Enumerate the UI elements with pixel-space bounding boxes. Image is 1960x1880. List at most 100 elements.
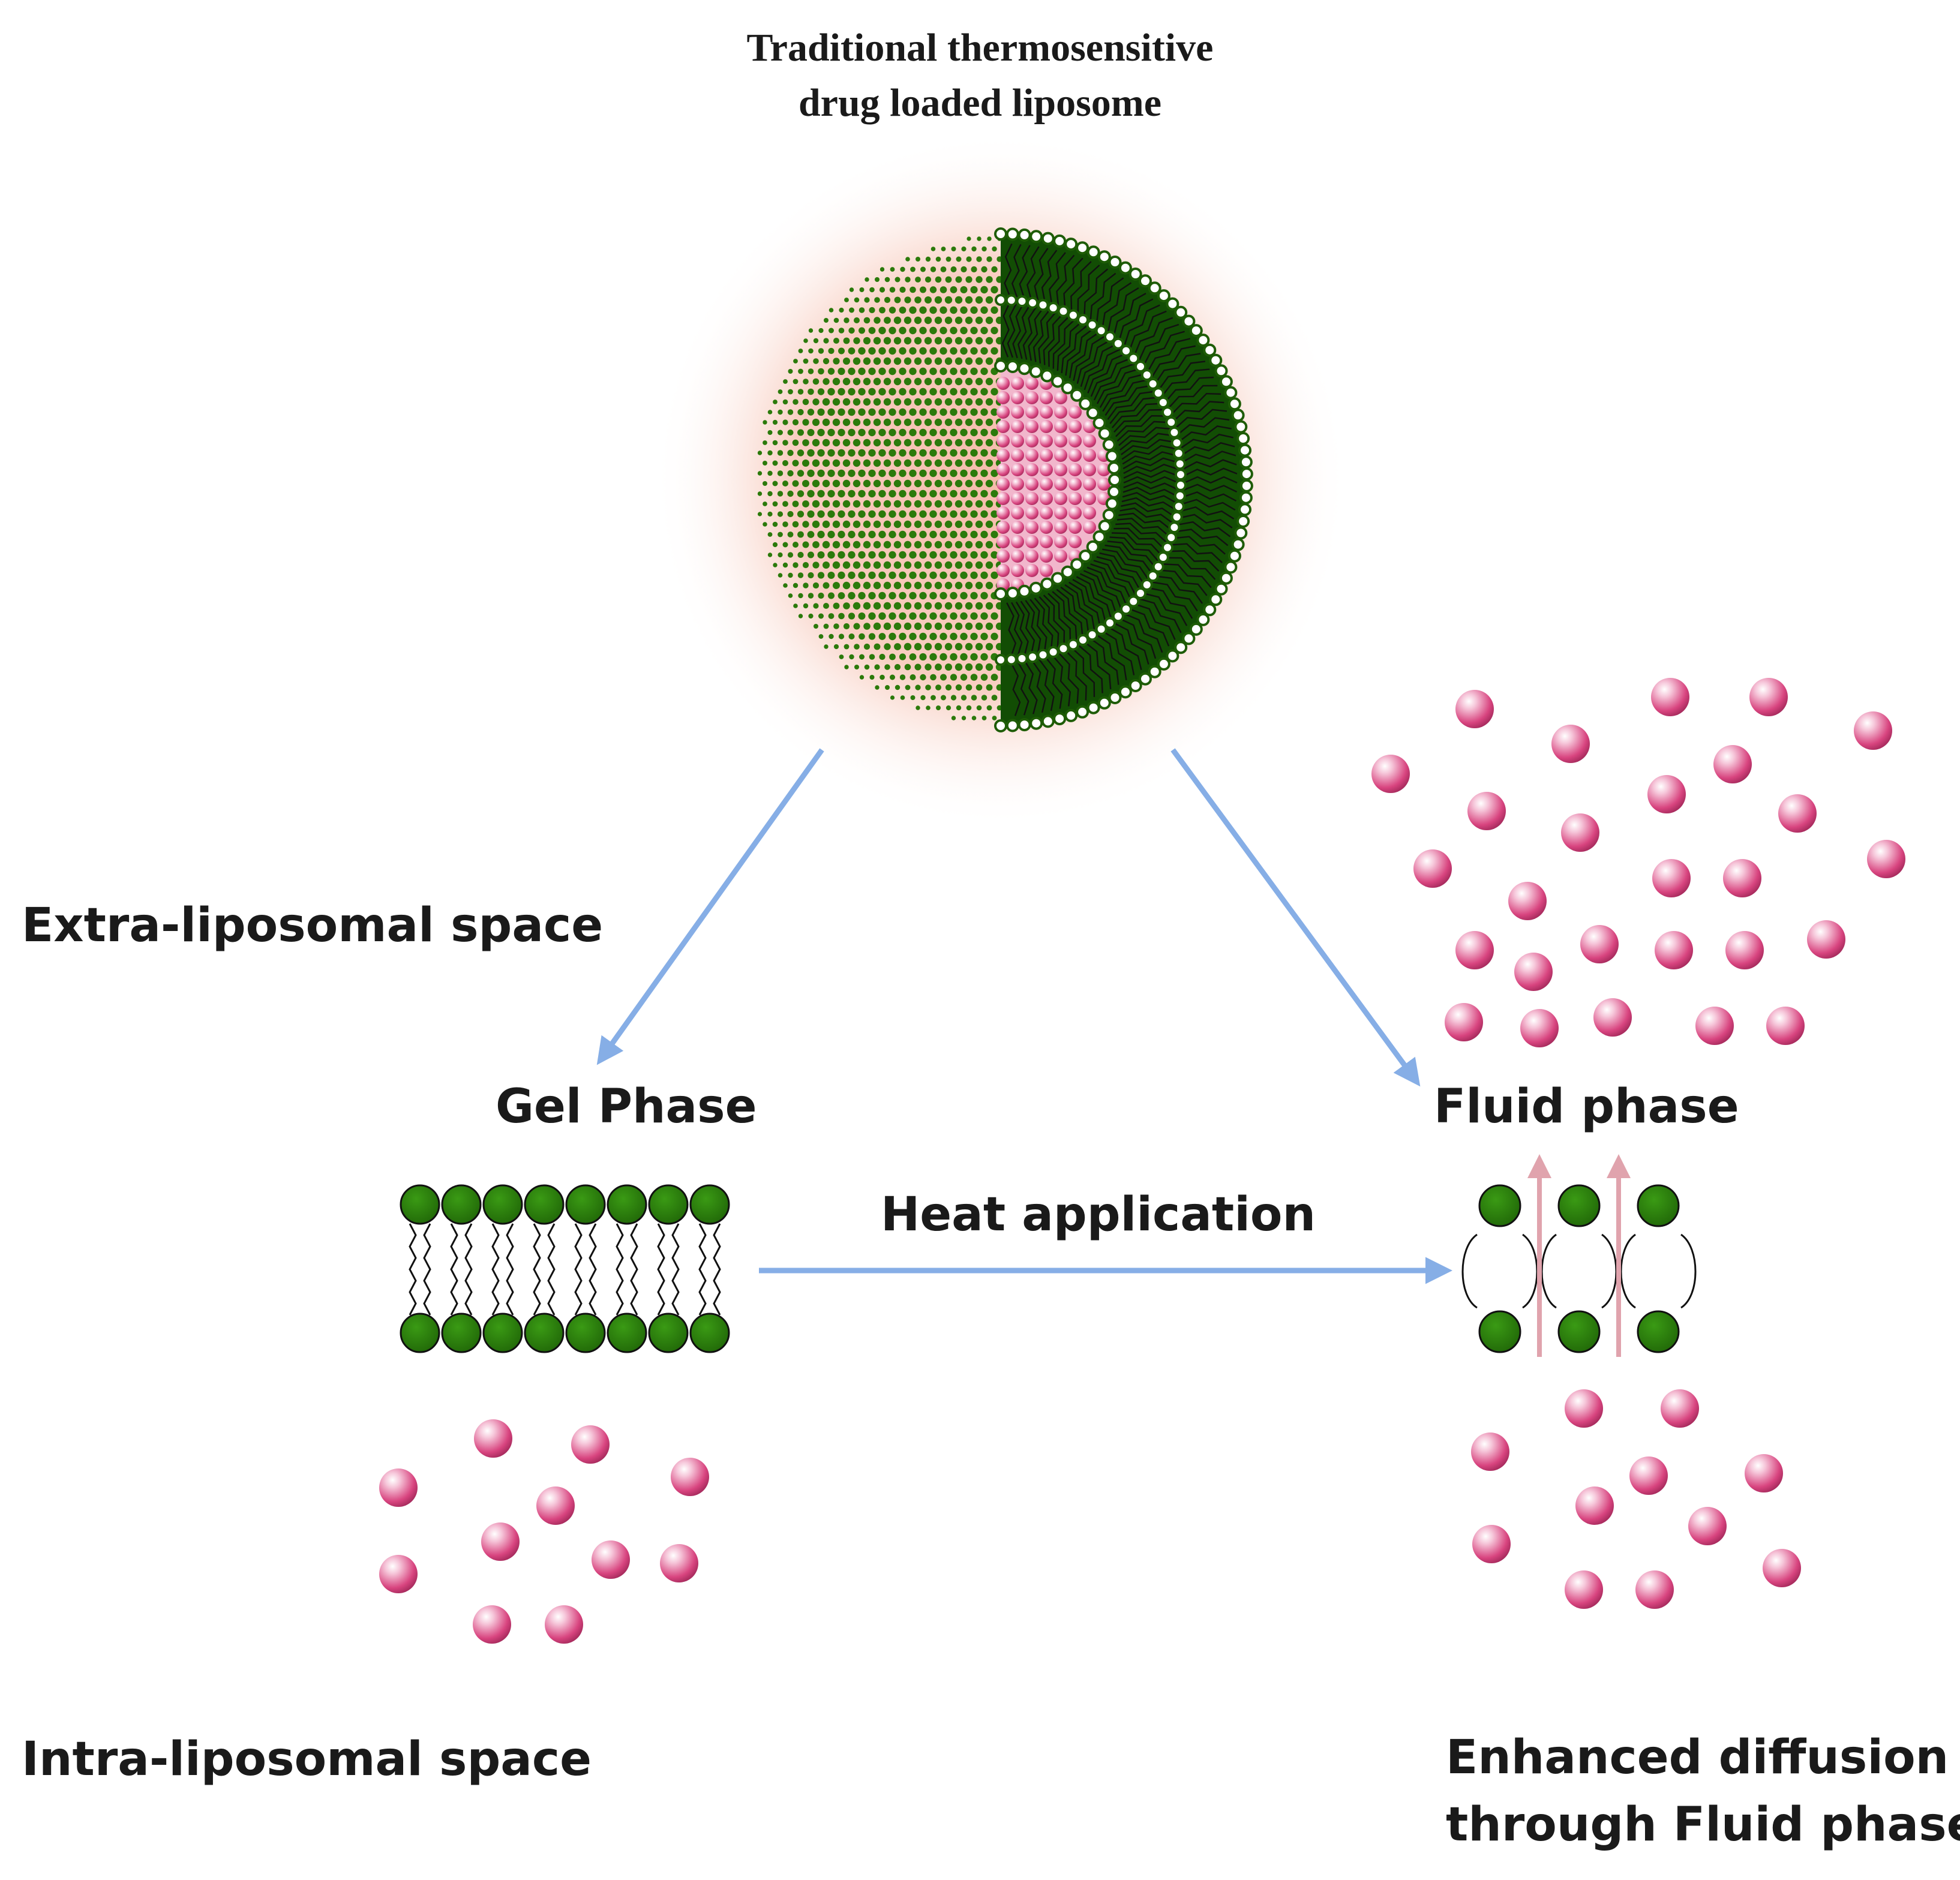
lipid-head — [1097, 696, 1111, 710]
surface-dot — [873, 602, 881, 610]
surface-dot — [868, 469, 876, 477]
lipid-tail — [1179, 425, 1232, 442]
surface-dot — [889, 653, 896, 660]
surface-dot — [798, 593, 803, 599]
surface-dot — [990, 347, 998, 355]
surface-dot — [889, 591, 896, 600]
surface-dot — [929, 632, 937, 641]
surface-dot — [914, 561, 922, 569]
surface-dot — [844, 317, 850, 323]
surface-dot — [874, 317, 881, 324]
surface-dot — [844, 665, 849, 669]
lipid-tail — [1041, 250, 1058, 302]
lipid-tail — [1010, 662, 1021, 716]
surface-dot — [798, 368, 803, 374]
drug-particle — [1011, 406, 1024, 419]
surface-dot — [909, 551, 917, 559]
surface-dot — [890, 674, 895, 680]
lipid-tail — [1109, 627, 1142, 670]
surface-dot — [812, 520, 820, 528]
surface-dot — [904, 337, 912, 345]
surface-dot — [767, 532, 773, 537]
drug-particle — [1025, 477, 1038, 491]
surface-dot — [827, 510, 835, 518]
lipid-tail — [1113, 293, 1146, 336]
lipid-tail — [1095, 277, 1124, 324]
surface-dot — [944, 296, 953, 304]
surface-dot — [975, 602, 983, 610]
surface-dot — [944, 398, 953, 406]
lipid-tail — [1116, 421, 1169, 442]
surface-dot — [909, 653, 917, 660]
lipid-tail — [533, 1223, 541, 1316]
surface-dot — [802, 398, 809, 406]
surface-dot — [772, 521, 778, 527]
lipid-head — [524, 1313, 565, 1353]
drug-particle — [1040, 420, 1053, 433]
surface-dot — [970, 653, 978, 661]
surface-dot — [827, 388, 835, 396]
surface-dot — [950, 551, 958, 559]
heat-application-label: Heat application — [881, 1188, 1316, 1242]
surface-dot — [772, 480, 778, 486]
surface-dot — [782, 460, 788, 466]
surface-dot — [782, 480, 788, 486]
surface-dot — [985, 581, 993, 590]
surface-dot — [985, 520, 993, 528]
surface-dot — [818, 328, 824, 334]
surface-dot — [858, 571, 866, 579]
surface-dot — [863, 520, 871, 528]
drug-particle — [1011, 535, 1024, 548]
lipid-tail — [1047, 593, 1071, 644]
drug-molecule — [1561, 813, 1599, 852]
surface-dot — [763, 522, 767, 527]
surface-dot — [823, 623, 829, 629]
surface-dot — [842, 520, 851, 528]
lipid-tail — [1029, 599, 1047, 653]
surface-dot — [919, 571, 927, 579]
surface-dot — [853, 581, 861, 590]
surface-dot — [946, 705, 952, 711]
drug-particle — [996, 506, 1010, 519]
surface-dot — [788, 369, 793, 374]
surface-dot — [793, 562, 799, 568]
surface-dot — [833, 338, 839, 344]
surface-dot — [950, 653, 958, 661]
surface-dot — [919, 530, 927, 539]
surface-dot — [904, 540, 912, 549]
surface-dot — [990, 551, 998, 559]
surface-dot — [965, 439, 973, 447]
lipid-head — [1112, 337, 1124, 350]
drug-particle — [1083, 434, 1096, 448]
lipid-tail — [657, 1223, 665, 1316]
drug-molecule — [1508, 882, 1547, 920]
lipid-tail — [1097, 635, 1127, 680]
surface-dot — [838, 510, 845, 518]
surface-dot — [843, 337, 850, 344]
surface-dot — [946, 256, 952, 262]
surface-dot — [812, 500, 820, 508]
surface-dot — [910, 674, 916, 680]
surface-dot — [868, 489, 876, 498]
lipid-head — [524, 1184, 565, 1225]
lipid-tail — [491, 1223, 500, 1316]
lipid-head — [1239, 467, 1253, 481]
surface-dot — [909, 632, 917, 641]
surface-dot — [980, 653, 988, 661]
drug-particle — [1040, 506, 1053, 519]
surface-dot — [965, 357, 973, 365]
lipid-head — [1037, 648, 1049, 661]
surface-dot — [792, 460, 799, 467]
surface-dot — [899, 408, 907, 416]
drug-particle — [1083, 492, 1096, 505]
surface-dot — [944, 418, 953, 427]
surface-dot — [812, 582, 820, 589]
surface-dot — [832, 520, 841, 528]
lipid-head — [1118, 261, 1132, 275]
surface-dot — [797, 572, 804, 578]
lipid-tail — [1184, 483, 1238, 492]
surface-dot — [970, 428, 978, 437]
surface-dot — [950, 489, 958, 498]
surface-dot — [772, 542, 778, 548]
lipid-tail — [1541, 1233, 1557, 1309]
